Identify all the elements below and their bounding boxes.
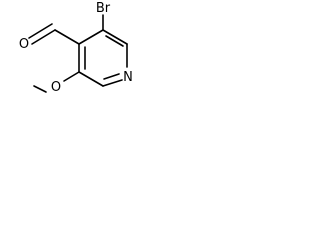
bond-c4-cho [54,29,80,45]
bond-c5-o [63,71,80,82]
ring-bond-c2-c3-inner [105,35,124,47]
aldehyde-oxygen-label: O [19,37,29,52]
ring-nitrogen-label: N [123,70,133,85]
ring-bond-n1-c6-inner [103,73,120,80]
methoxy-oxygen-label: O [51,80,61,95]
bond-o-ch3 [33,85,47,93]
bond-cho-o-double [28,23,53,39]
ring-bond-c4-c3 [78,29,104,45]
ring-bond-n1-c6 [102,79,123,87]
pyridine-ring [78,29,128,87]
ring-bond-c6-c5 [78,71,104,87]
bromine-atom-label: Br [96,1,111,16]
ring-bond-c3-c2 [102,29,128,45]
chemical-structure-diagram: Br O N O [19,1,133,95]
bond-cho-o [31,29,56,45]
